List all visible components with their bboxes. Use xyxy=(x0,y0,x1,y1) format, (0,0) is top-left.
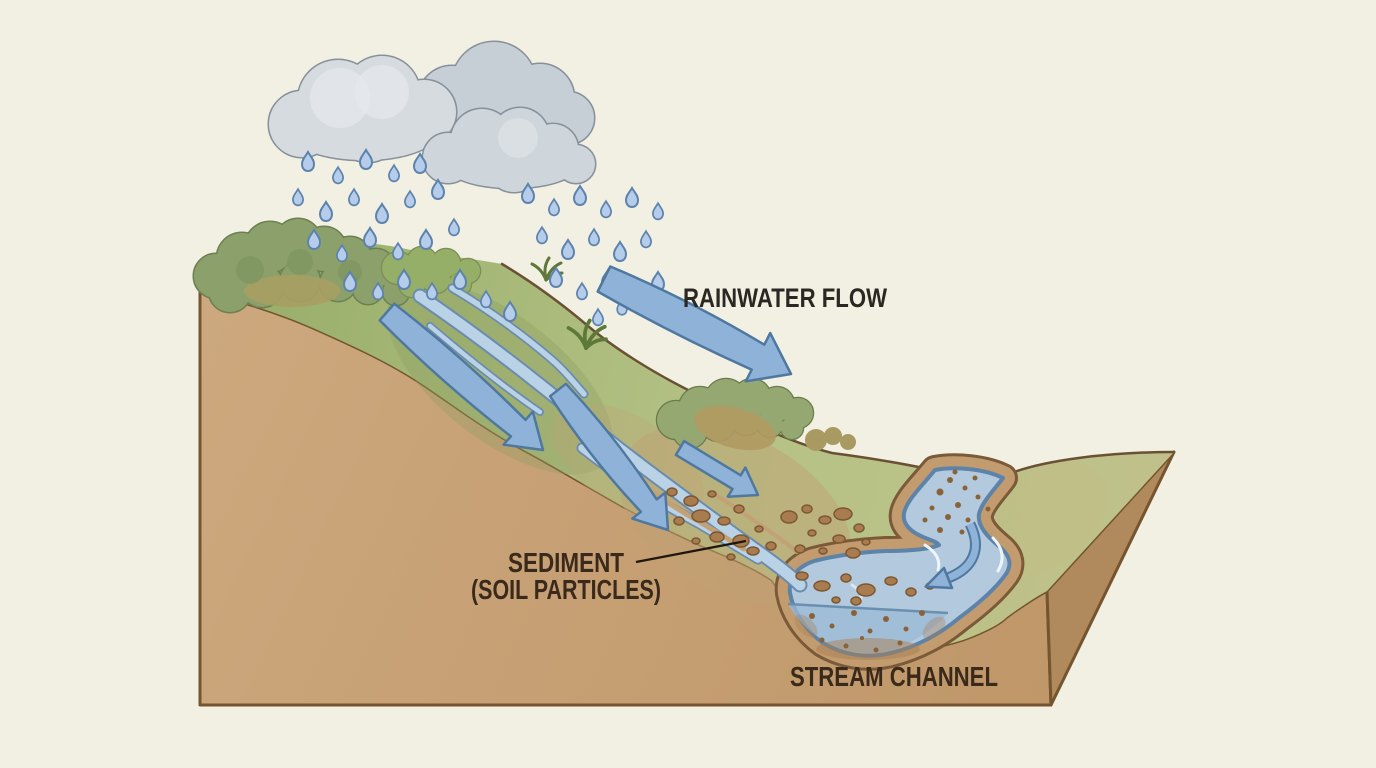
bush-tan-patch xyxy=(244,275,340,307)
stream-channel xyxy=(788,468,1009,660)
sediment-dots-channel xyxy=(922,469,991,535)
rainwater-flow-arrow xyxy=(596,265,793,383)
sediment-dots-pool xyxy=(809,610,925,653)
sediment-label-line1: SEDIMENT xyxy=(508,547,624,578)
bush-tan-accent xyxy=(694,405,776,451)
flow-arrows xyxy=(378,265,793,532)
runoff-arrow-1 xyxy=(378,302,545,452)
rain-clouds xyxy=(267,40,597,194)
stream-channel-label: STREAM CHANNEL xyxy=(790,661,998,692)
pool-bottom-tint xyxy=(816,638,920,660)
pool-deep-water xyxy=(788,604,948,654)
sediment-leader-line xyxy=(635,539,747,564)
rainwater-flow-label: RAINWATER FLOW xyxy=(683,283,887,313)
sediment-particles xyxy=(666,487,935,606)
runoff-arrow-2 xyxy=(548,382,670,532)
sediment-label-line2: (SOIL PARTICLES) xyxy=(471,574,661,605)
runoff-arrow-3 xyxy=(674,439,760,498)
stream-flow-arrow xyxy=(924,521,981,590)
braid-island-2 xyxy=(714,493,799,554)
cloud-front-icon xyxy=(421,106,597,194)
cloud-left-icon xyxy=(267,54,458,164)
labels: RAINWATER FLOW SEDIMENT (SOIL PARTICLES)… xyxy=(471,283,998,692)
vegetation-bush-middle xyxy=(655,377,856,451)
